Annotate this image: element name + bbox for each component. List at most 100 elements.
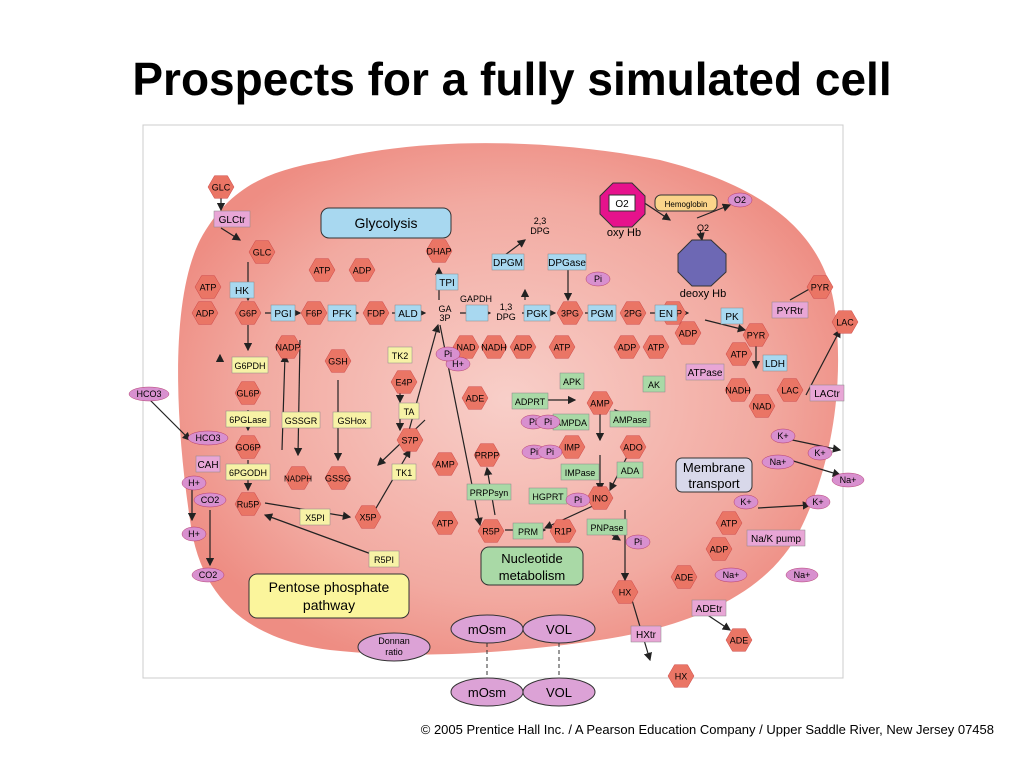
metabolite-label: IMP — [564, 443, 580, 453]
osm-vol: mOsm VOL mOsm VOL — [450, 614, 596, 707]
metabolite-label: PYR — [811, 283, 830, 293]
metabolite-label: ATP — [200, 283, 217, 293]
metabolite-node: ADE — [670, 565, 698, 589]
metabolite-node: NADH — [480, 335, 508, 359]
dpg23-label: 2,3 — [534, 216, 547, 226]
metabolite-node: E4P — [390, 370, 418, 394]
metabolite-label: AMP — [590, 399, 610, 409]
enzyme-yellow-label: G6PDH — [234, 361, 265, 371]
metabolite-label: ATP — [731, 350, 748, 360]
ion-label: Na+ — [770, 457, 787, 467]
enzyme-yellow-label: 6PGLase — [229, 415, 267, 425]
metabolite-node: ADE — [725, 628, 753, 652]
metabolite-label: LAC — [836, 318, 854, 328]
ion-node: Na+ — [831, 472, 865, 488]
enzyme-green: AMPase — [609, 410, 651, 428]
enzyme-blue-label: DPGM — [493, 258, 523, 269]
enzyme-blue: DPGase — [547, 253, 586, 271]
ion-node: Pi — [625, 534, 651, 550]
nucleotide-panel: Nucleotide metabolism — [480, 546, 584, 586]
transporter: GLCtr — [213, 210, 251, 228]
metabolite-node: NADP — [274, 335, 302, 359]
metabolite-node: 2PG — [619, 301, 647, 325]
metabolite-label: NADH — [725, 386, 751, 396]
enzyme-yellow-label: 6PGODH — [229, 468, 267, 478]
ion-node: K+ — [807, 445, 833, 461]
metabolite-node: ATP — [548, 335, 576, 359]
ion-label: K+ — [777, 431, 788, 441]
transporter: LACtr — [809, 384, 845, 402]
enzyme-yellow: 6PGODH — [225, 463, 271, 481]
enzyme-green-label: AMPase — [613, 415, 647, 425]
enzyme-yellow-label: TK2 — [392, 351, 409, 361]
enzyme-blue-label: EN — [659, 309, 673, 320]
metabolite-label: ATP — [648, 343, 665, 353]
metabolite-node: ATP — [194, 275, 222, 299]
enzyme-blue-label: PGM — [591, 309, 614, 320]
enzyme-yellow-label: GSHox — [337, 416, 367, 426]
metabolite-label: FDP — [367, 309, 385, 319]
metabolite-label: HX — [619, 588, 632, 598]
metabolite-node: G6P — [234, 301, 262, 325]
ion-node: O2 — [727, 192, 753, 208]
metabolite-label: X5P — [359, 513, 376, 523]
ion-node: Pi — [585, 271, 611, 287]
metabolite-node: GO6P — [234, 435, 262, 459]
enzyme-green-label: ADA — [621, 466, 640, 476]
metabolite-node: GLC — [207, 175, 235, 199]
metabolite-label: R5P — [482, 527, 500, 537]
enzyme-blue — [465, 304, 489, 322]
enzyme-blue: LDH — [762, 354, 788, 372]
metabolite-node: X5P — [354, 505, 382, 529]
dpg-label: DPG — [530, 226, 550, 236]
metabolite-node: PYR — [806, 275, 834, 299]
enzyme-blue: HK — [229, 281, 255, 299]
metabolite-label: ATP — [721, 519, 738, 529]
oxy-o2-label: O2 — [615, 199, 629, 210]
membrane-label-line2: transport — [688, 476, 740, 491]
metabolite-label: LAC — [781, 386, 799, 396]
enzyme-blue: PGM — [587, 304, 617, 322]
metabolite-node: AMP — [586, 391, 614, 415]
metabolite-label: GSH — [328, 357, 348, 367]
transporter-label: CAH — [197, 460, 218, 471]
transporter-label: ADEtr — [696, 604, 723, 615]
ion-label: Pi — [574, 495, 582, 505]
enzyme-yellow: G6PDH — [231, 356, 269, 374]
metabolite-label: ATP — [314, 266, 331, 276]
donnan-ellipse: Donnan ratio — [357, 632, 431, 662]
transporter-label: LACtr — [814, 389, 840, 400]
glycolysis-panel: Glycolysis — [320, 207, 452, 239]
enzyme-blue-label: PGI — [274, 309, 291, 320]
ion-label: K+ — [740, 497, 751, 507]
ion-node: CO2 — [191, 567, 225, 583]
metabolite-label: 3PG — [561, 309, 579, 319]
metabolite-node: GL6P — [234, 381, 262, 405]
enzyme-yellow: TK2 — [387, 346, 413, 364]
metabolite-label: ADP — [514, 343, 533, 353]
enzyme-blue-label: PGK — [526, 309, 547, 320]
transporter: HXtr — [630, 625, 662, 643]
metabolite-node: ADP — [509, 335, 537, 359]
metabolite-node: ADE — [461, 386, 489, 410]
deoxy-hb-octagon — [677, 239, 727, 287]
enzyme-green: AK — [642, 375, 666, 393]
o2-mid-label: O2 — [697, 223, 709, 233]
deoxy-hb-label: deoxy Hb — [680, 288, 726, 300]
enzyme-green: PNPase — [586, 518, 628, 536]
metabolite-label: NADH — [481, 343, 507, 353]
glycolysis-label: Glycolysis — [354, 215, 417, 231]
ion-label: K+ — [814, 448, 825, 458]
metabolite-label: ADE — [730, 636, 749, 646]
metabolite-label: ATP — [554, 343, 571, 353]
donnan-label-line1: Donnan — [378, 636, 410, 646]
dpg13-label: 1,3 — [500, 302, 513, 312]
ion-label: Na+ — [794, 570, 811, 580]
metabolite-label: AMP — [435, 460, 455, 470]
enzyme-blue: PGK — [523, 304, 551, 322]
metabolite-label: E4P — [395, 378, 412, 388]
metabolite-node: NADH — [724, 378, 752, 402]
ion-node: HCO3 — [128, 386, 170, 402]
